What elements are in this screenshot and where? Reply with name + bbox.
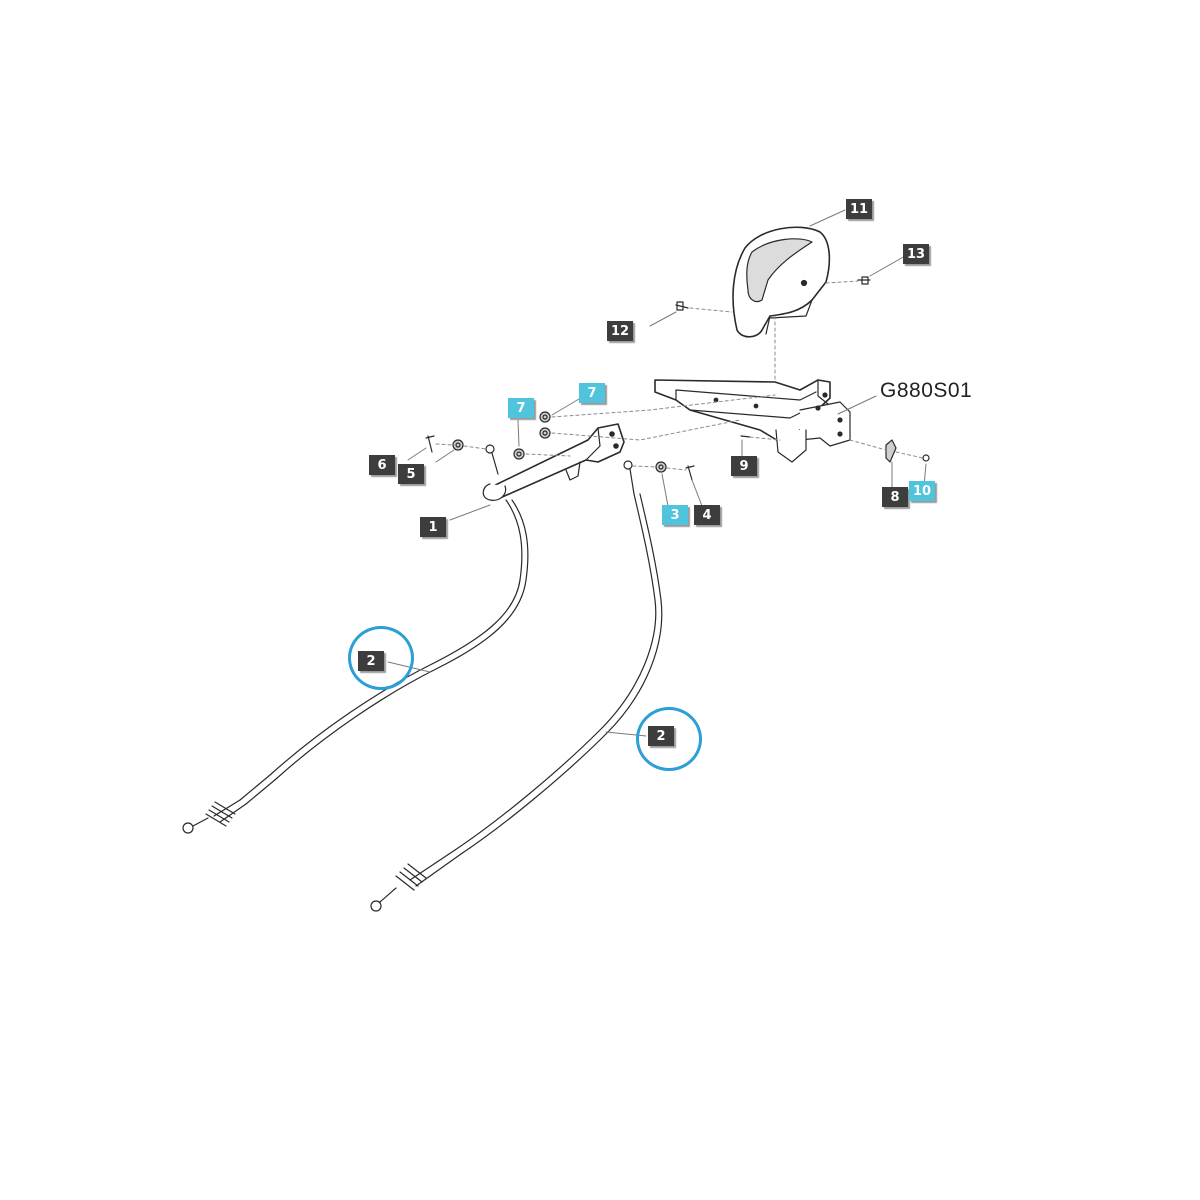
mounting-bracket	[654, 379, 851, 463]
callout-part-12: 12	[607, 321, 633, 341]
washer	[452, 439, 464, 451]
callout-part-2: 2	[648, 726, 674, 746]
callout-part-3: 3	[662, 505, 688, 525]
callout-part-2: 2	[358, 651, 384, 671]
washer	[655, 461, 667, 473]
cable-right	[370, 493, 663, 912]
clip	[885, 439, 897, 463]
nut	[513, 448, 525, 460]
nut	[539, 427, 551, 439]
bolt	[675, 301, 689, 311]
leader-lines	[387, 209, 927, 737]
callout-part-1: 1	[420, 517, 446, 537]
callout-part-13: 13	[903, 244, 929, 264]
nut	[922, 454, 930, 462]
callout-part-7: 7	[508, 398, 534, 418]
cable-end-eye	[485, 444, 499, 475]
callout-part-10: 10	[909, 481, 935, 501]
bolt	[857, 276, 871, 285]
callout-part-4: 4	[694, 505, 720, 525]
nut	[539, 411, 551, 423]
cotter-pin	[685, 465, 695, 481]
callout-part-9: 9	[731, 456, 757, 476]
cable-end-eye	[623, 460, 635, 495]
assembly-lines	[435, 280, 924, 471]
highlight-ring	[348, 626, 414, 690]
callout-part-8: 8	[882, 487, 908, 507]
callout-part-5: 5	[398, 464, 424, 484]
callout-part-7: 7	[579, 383, 605, 403]
highlight-ring	[636, 707, 702, 771]
pin	[740, 435, 751, 438]
callout-part-11: 11	[846, 199, 872, 219]
cable-left	[182, 499, 529, 834]
diagram-code: G880S01	[880, 379, 973, 402]
callout-part-6: 6	[369, 455, 395, 475]
handle-cover	[732, 226, 831, 338]
cotter-pin	[425, 435, 435, 453]
cable-lever	[482, 423, 625, 501]
